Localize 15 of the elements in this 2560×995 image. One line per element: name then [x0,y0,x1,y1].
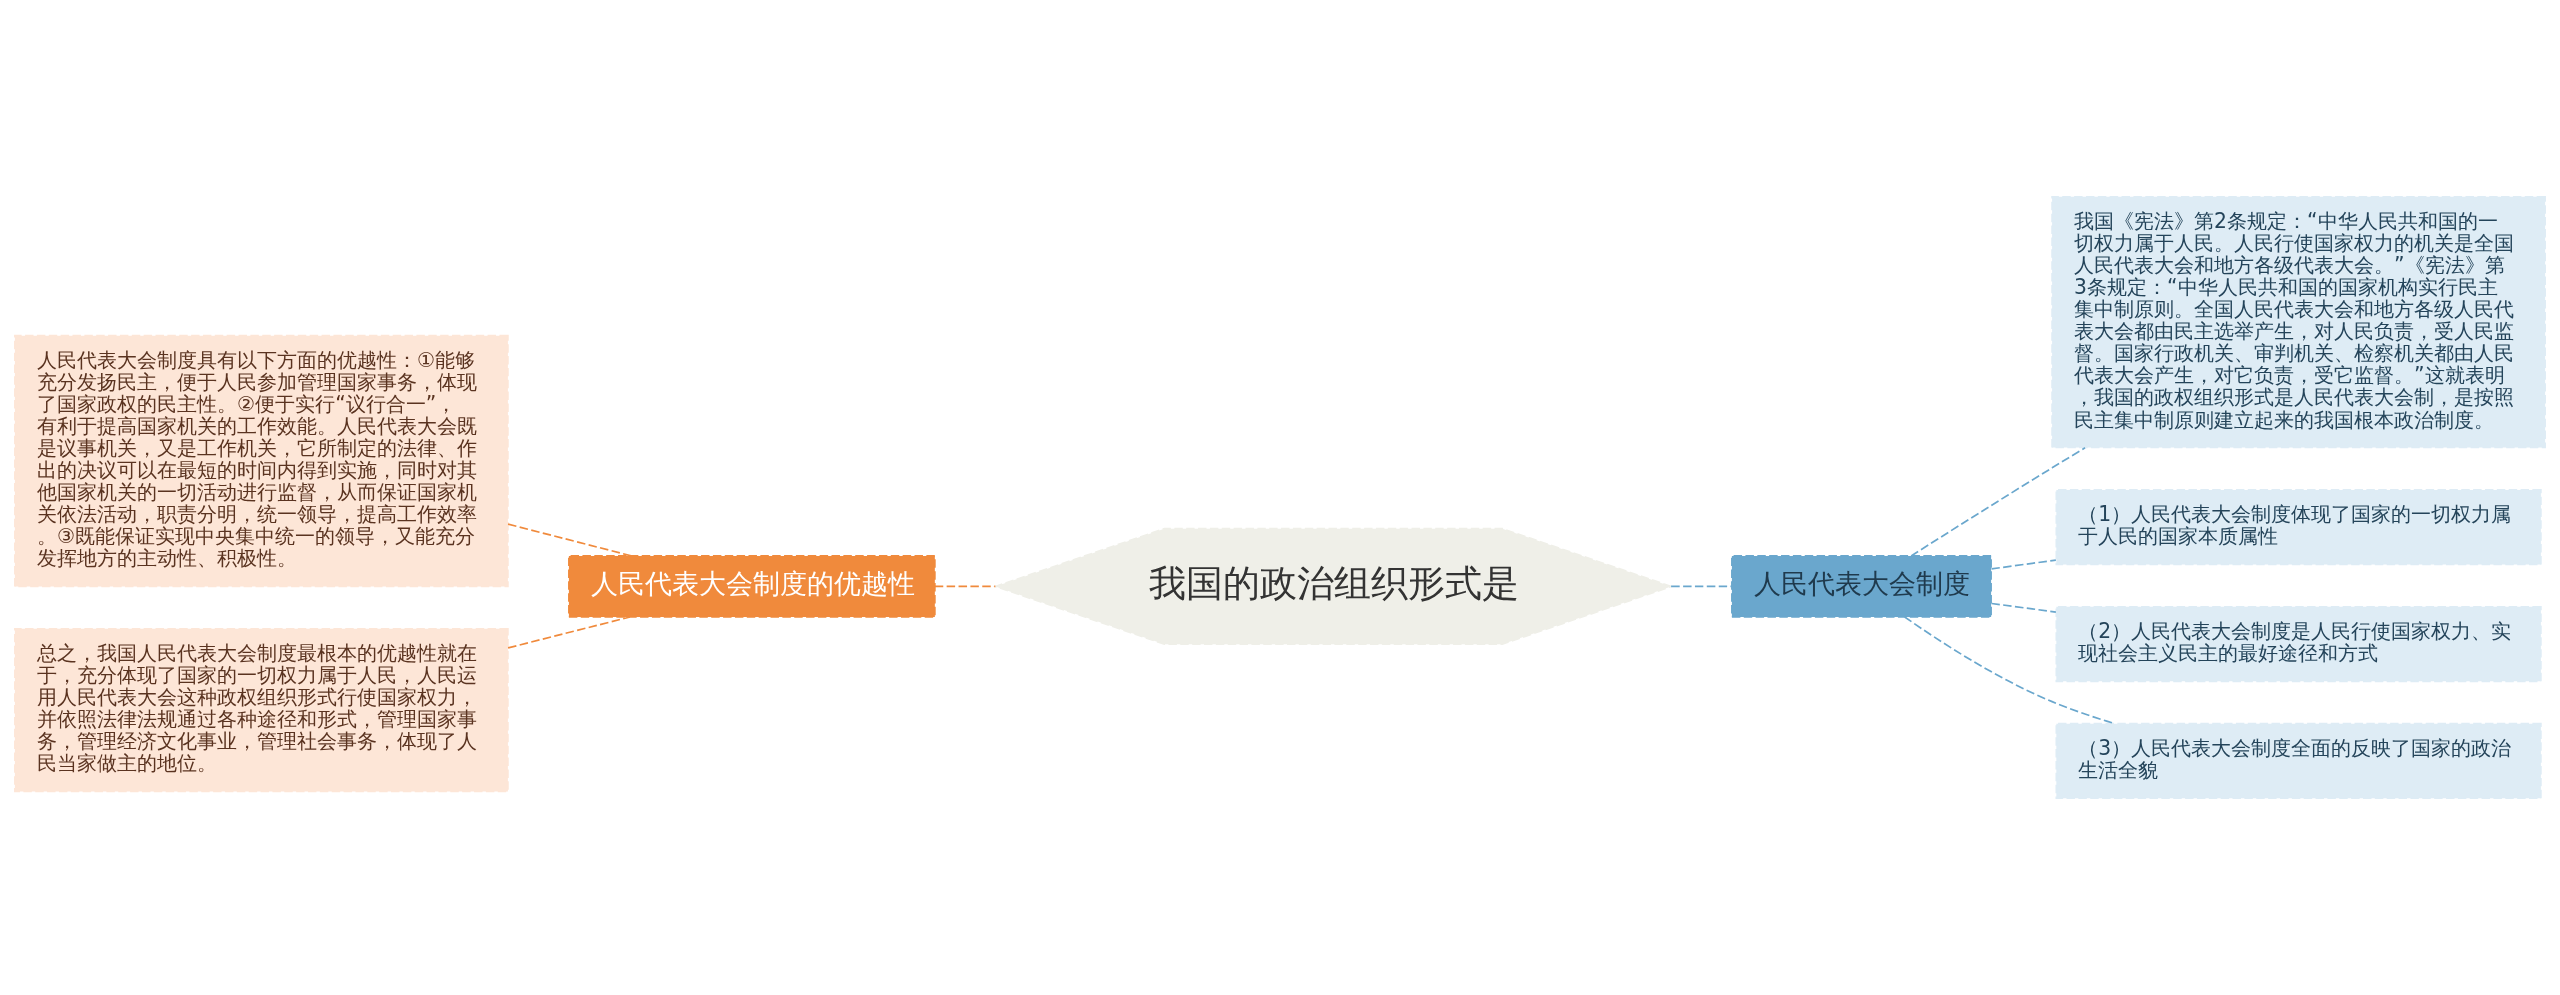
connector [507,616,631,649]
node-box: 人民代表大会制度具有以下方面的优越性：①能够充分发扬民主，便于人民参加管理国家事务，体现了国家政权的民主性。②便于实行“议行合一”，有利于提高国家机关的工作效能。人民代表大会既是议事机关，又是工作机关，它所制定的法律、作出的决议可以在最短的时间内得到实施，同时对其他国家机关的一切活动进行监督，从而保证国家机关依法活动，职责分明，统一领导，提高工作效率。③既能保证实现中央集中统一的领导，又能充分发挥地方的主动性、积极性。 [14,334,509,588]
node-box: （3）人民代表大会制度全面的反映了国家的政治生活全貌 [2055,722,2542,800]
connector [1670,585,1733,588]
node-box: （1）人民代表大会制度体现了国家的一切权力属于人民的国家本质属性 [2055,489,2542,566]
node-box: 总之，我国人民代表大会制度最根本的优越性就在于，充分体现了国家的一切权力属于人民，人民运用人民代表大会这种政权组织形式行使国家权力，并依照法律法规通过各种途径和形式，管理国家事务，管理经济文化事业，管理社会事务，体现了人民当家做主的地位。 [14,627,509,793]
node-box: 人民代表大会制度的优越性 [568,555,936,618]
node-box: 人民代表大会制度 [1731,555,1992,618]
connector [1990,559,2057,570]
connector [1990,602,2057,613]
connector [934,585,997,588]
connector [1910,446,2086,557]
node-box: 我国《宪法》第2条规定：“中华人民共和国的一切权力属于人民。人民行使国家权力的机关是全国人民代表大会和地方各级代表大会。”《宪法》第3条规定：“中华人民共和国的国家机构实行民主集中制原则。全国人民代表大会和地方各级人民代表大会都由民主选举产生，对人民负责，受人民监督。国家行政机关、审判机关、检察机关都由人民代表大会产生，对它负责，受它监督。”这就表明，我国的政权组织形式是人民代表大会制，是按照民主集中制原则建立起来的我国根本政治制度。 [2051,195,2546,449]
connector [507,523,633,557]
node-box: （2）人民代表大会制度是人民行使国家权力、实现社会主义民主的最好途径和方式 [2055,605,2542,683]
